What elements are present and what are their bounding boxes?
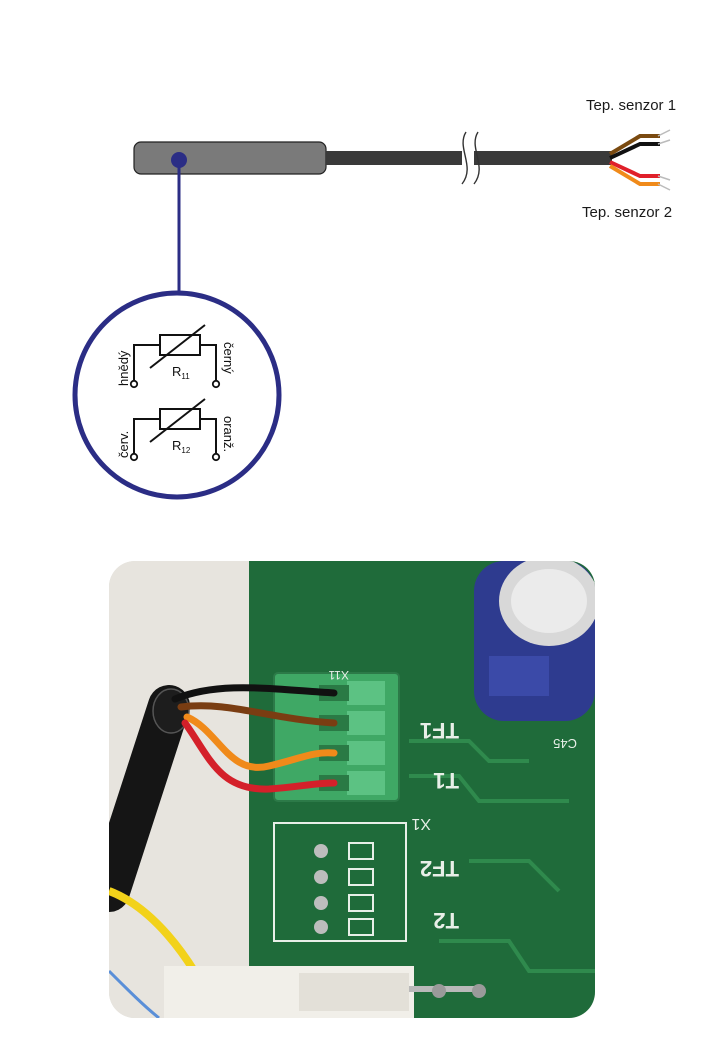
- sensor-probe: [133, 141, 327, 175]
- silk-tf2: TF2: [420, 856, 459, 881]
- photo-wire-brown: [177, 702, 338, 727]
- cable-break-mark-left: [461, 131, 468, 185]
- r1-name-label: R11: [172, 364, 190, 381]
- sensor-1-label: Tep. senzor 1: [586, 97, 677, 114]
- silk-c45: C45: [553, 736, 577, 751]
- silk-t2: T2: [433, 908, 459, 933]
- pcb-photo: X11 TF1 T1 X1 TF2 T2 C45: [109, 561, 595, 1018]
- sensor-2-label: Tep. senzor 2: [582, 204, 673, 221]
- resistor-r11: [129, 324, 221, 389]
- photo-black-cable: [109, 685, 190, 912]
- header-outline: [273, 822, 407, 942]
- silk-t1: T1: [433, 768, 459, 793]
- wire-red: [609, 160, 660, 178]
- sensor-illustration: R11 R12 hnědý černý červ. oranž.: [72, 129, 671, 500]
- r1-right-wire-label: černý: [221, 342, 236, 374]
- photo-wire-orange: [183, 713, 338, 771]
- photo-wire-red: [181, 719, 338, 793]
- cable-break-mark-right: [473, 131, 480, 185]
- detail-circle: [72, 290, 282, 500]
- silk-x11: X11: [328, 668, 349, 682]
- resistor-r12: [129, 398, 221, 462]
- r2-name-label: R12: [172, 438, 191, 455]
- wire-brown: [608, 134, 660, 156]
- r2-left-wire-label: červ.: [116, 431, 131, 458]
- capacitor-c45: [474, 561, 595, 721]
- header-pads: [314, 842, 374, 936]
- silk-x1: X1: [411, 815, 431, 832]
- wire-orange: [608, 164, 660, 186]
- silk-tf1: TF1: [420, 718, 459, 743]
- r1-left-wire-label: hnědý: [116, 350, 131, 386]
- r2-right-wire-label: oranž.: [221, 416, 236, 452]
- photo-wire-black: [171, 684, 338, 703]
- wire-black: [609, 142, 660, 160]
